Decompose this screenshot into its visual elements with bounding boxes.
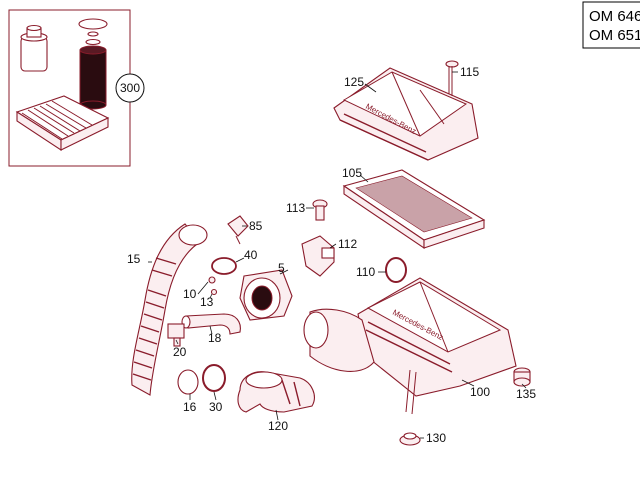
air-mass-sensor-5 <box>239 269 293 321</box>
part-label-125: 125 <box>344 75 364 89</box>
connector-20 <box>167 323 185 347</box>
air-filter-panel-icon <box>15 95 110 152</box>
part-label-110: 110 <box>356 265 375 279</box>
engine-line-2: OM 651 <box>589 27 640 44</box>
part-label-105: 105 <box>342 166 362 180</box>
part-label-13: 13 <box>200 295 214 309</box>
clip-85 <box>227 215 249 245</box>
part-label-100: 100 <box>470 385 490 399</box>
clamp-40 <box>211 257 237 275</box>
cap-135 <box>513 367 531 387</box>
part-label-10: 10 <box>183 287 197 301</box>
part-label-115: 115 <box>460 65 479 79</box>
part-label-18: 18 <box>208 331 222 345</box>
part-label-16: 16 <box>183 400 197 414</box>
intake-hose-15 <box>131 223 208 396</box>
part-label-112: 112 <box>338 237 357 251</box>
part-label-5: 5 <box>278 261 285 275</box>
elbow-hose-18 <box>181 313 241 335</box>
part-label-15: 15 <box>127 252 141 266</box>
screw-10 <box>208 276 216 284</box>
part-label-135: 135 <box>516 387 536 401</box>
air-filter-element-105 <box>342 169 486 250</box>
sensor-112 <box>301 235 335 277</box>
air-filter-housing-100: Mercedes-Benz <box>303 277 517 415</box>
air-filter-cover-125: Mercedes-Benz <box>333 67 479 161</box>
hose-120 <box>237 371 315 413</box>
part-label-300: 300 <box>120 81 140 95</box>
part-labels: 125 115 105 113 85 15 40 112 5 110 10 13… <box>127 65 536 445</box>
clamp-30 <box>202 364 226 392</box>
part-label-113: 113 <box>286 201 305 215</box>
oil-filter-icon <box>78 18 108 110</box>
washer-13 <box>210 288 218 296</box>
grommet-130 <box>399 432 421 446</box>
fuel-filter-icon <box>20 24 48 72</box>
engine-line-1: OM 646 <box>589 8 640 25</box>
part-label-30: 30 <box>209 400 223 414</box>
leader-lines <box>148 71 527 439</box>
seal-ring-110 <box>385 257 407 283</box>
ring-16 <box>177 369 199 395</box>
screw-113 <box>312 199 328 221</box>
part-label-130: 130 <box>426 431 446 445</box>
part-label-120: 120 <box>268 419 288 433</box>
part-label-20: 20 <box>173 345 187 359</box>
part-label-85: 85 <box>249 219 263 233</box>
engine-designation-box: OM 646 OM 651 <box>582 1 640 49</box>
part-label-40: 40 <box>244 248 258 262</box>
bolt-115 <box>445 60 459 96</box>
filter-kit-box: 300 <box>8 9 145 167</box>
